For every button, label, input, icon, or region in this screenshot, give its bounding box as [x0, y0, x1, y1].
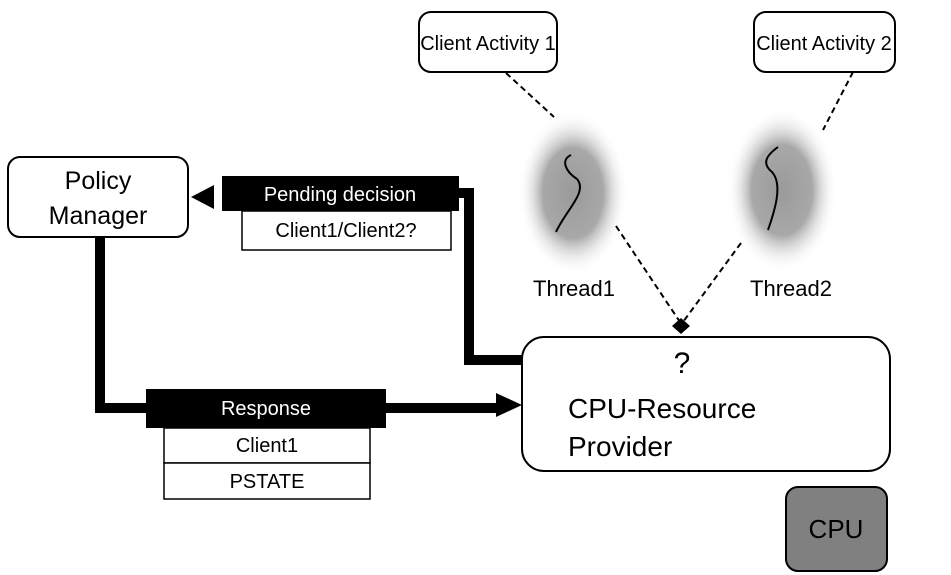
response-field-client: Client1 — [236, 435, 298, 457]
response-arrowhead — [496, 393, 522, 417]
cpu-box: CPU — [785, 486, 888, 572]
provider-label-line1: CPU-Resource — [568, 393, 756, 424]
provider-label-line2: Provider — [568, 431, 672, 462]
client-activity-1-box: Client Activity 1 — [418, 11, 558, 73]
pending-decision-message: Pending decision Client1/Client2? — [222, 176, 459, 251]
client2-to-thread2-line — [822, 71, 854, 131]
junction-diamond — [672, 318, 690, 334]
client-activity-2-label: Client Activity 2 — [756, 33, 892, 55]
thread-connectors — [505, 71, 854, 323]
cpu-label: CPU — [809, 514, 864, 544]
question-mark: ? — [674, 347, 691, 380]
pending-field-box — [241, 210, 452, 251]
response-field-pstate: PSTATE — [230, 471, 305, 493]
policy-manager-label-line1: Policy — [65, 167, 132, 195]
cpu-resource-provider-box: ? CPU-Resource Provider — [521, 336, 891, 472]
client-activity-2-box: Client Activity 2 — [753, 11, 896, 73]
client1-to-thread1-line — [505, 72, 555, 118]
response-field-pstate-box — [163, 462, 371, 500]
pending-field-client: Client1/Client2? — [275, 220, 416, 242]
thread1-squiggle — [555, 154, 581, 233]
response-header: Response — [221, 398, 311, 420]
pending-arrowhead — [191, 185, 214, 209]
thread2-label: Thread2 — [750, 276, 832, 301]
thread2-blob — [727, 108, 837, 272]
policy-manager-label-line2: Manager — [49, 202, 148, 230]
thread1-to-provider-line — [615, 225, 681, 323]
thread1-label: Thread1 — [533, 276, 615, 301]
pending-decision-header: Pending decision — [264, 184, 416, 206]
response-message: Response Client1 PSTATE — [146, 389, 386, 500]
client-activity-1-label: Client Activity 1 — [420, 33, 556, 55]
thread2-squiggle — [765, 146, 779, 231]
thread2-to-provider-line — [682, 242, 742, 323]
response-path — [95, 238, 500, 413]
policy-manager-box: Policy Manager — [7, 156, 189, 238]
thread1-blob — [518, 111, 628, 275]
